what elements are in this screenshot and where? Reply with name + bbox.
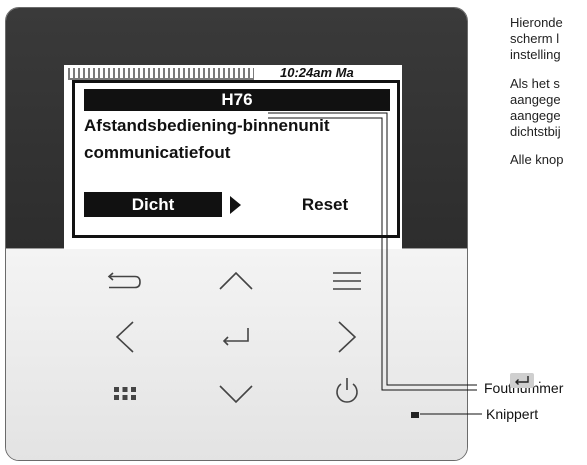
instruction-line: Als het s xyxy=(510,76,560,91)
enter-key-symbol xyxy=(510,373,534,388)
instruction-line: Alle knop xyxy=(510,152,564,167)
return-icon xyxy=(107,272,141,289)
power-icon xyxy=(336,378,358,403)
enter-icon xyxy=(515,376,529,385)
blinker-callout: Knippert xyxy=(486,406,539,422)
instruction-period: . xyxy=(538,371,542,386)
instruction-line: scherm l xyxy=(510,31,560,46)
enter-button[interactable] xyxy=(208,317,264,357)
menu-icon xyxy=(333,272,361,290)
status-icons xyxy=(68,68,254,80)
selection-arrow-icon xyxy=(230,196,241,214)
error-code: H76 xyxy=(84,89,390,111)
instruction-line: Hieronde xyxy=(510,15,563,30)
status-bar: 10:24am Ma xyxy=(68,65,398,81)
grid-icon xyxy=(114,387,136,400)
reset-button[interactable]: Reset xyxy=(301,195,349,214)
error-message-line1: Afstandsbediening-binnenunit xyxy=(84,116,330,135)
close-button[interactable]: Dicht xyxy=(84,192,222,217)
enter-icon xyxy=(222,328,249,346)
power-button[interactable] xyxy=(319,370,375,410)
down-button[interactable] xyxy=(208,374,264,414)
menu-button[interactable] xyxy=(319,261,375,301)
status-led xyxy=(411,412,419,418)
error-dialog: H76 Afstandsbediening-binnenunit communi… xyxy=(72,80,400,238)
right-button[interactable] xyxy=(319,317,375,357)
return-button[interactable] xyxy=(97,261,153,301)
instruction-line: aangege xyxy=(510,92,561,107)
status-time: 10:24am Ma xyxy=(280,65,354,80)
down-arrow-icon xyxy=(219,385,253,404)
up-arrow-icon xyxy=(219,271,253,290)
grid-button[interactable] xyxy=(97,374,153,414)
instruction-line: aangege xyxy=(510,108,561,123)
instruction-line: instelling xyxy=(510,47,561,62)
left-button[interactable] xyxy=(97,317,153,357)
error-message-line2: communicatiefout xyxy=(84,143,231,162)
left-arrow-icon xyxy=(115,321,134,353)
controller-keypad-panel xyxy=(6,248,467,460)
right-arrow-icon xyxy=(338,321,357,353)
up-button[interactable] xyxy=(208,261,264,301)
instruction-line: dichtstbij xyxy=(510,124,561,139)
error-number-callout: Foutnummer xyxy=(484,380,564,396)
